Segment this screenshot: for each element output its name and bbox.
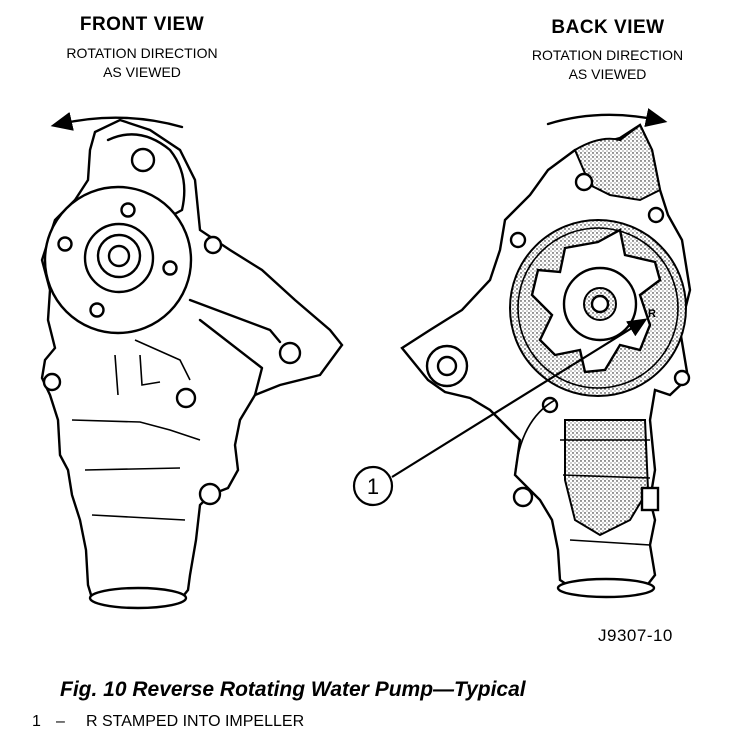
front-view-pump	[40, 111, 344, 610]
back-outlet-tab	[640, 486, 660, 512]
back-top-casting	[573, 123, 662, 202]
front-flange-bolt-2	[57, 236, 73, 252]
legend-number: 1	[32, 713, 41, 730]
back-view-subtitle-line1: ROTATION DIRECTION	[531, 47, 684, 63]
front-mounting-arm	[188, 298, 282, 397]
back-mount-boss-hole	[436, 355, 458, 377]
figure-id: J9307-10	[598, 626, 673, 645]
back-housing-details	[514, 399, 651, 546]
front-top-lobe	[106, 133, 186, 224]
back-shaft	[590, 294, 610, 314]
back-view-pump: R	[400, 108, 692, 599]
back-view-subtitle: ROTATION DIRECTION AS VIEWED	[505, 46, 710, 84]
legend-text: R STAMPED INTO IMPELLER	[86, 713, 305, 730]
front-ear-hole-lower	[198, 482, 222, 506]
back-outlet-neck	[556, 577, 656, 599]
front-ear-hole-left	[42, 372, 62, 392]
front-flange-bolt-4	[89, 302, 105, 318]
front-view-subtitle: ROTATION DIRECTION AS VIEWED	[42, 44, 242, 82]
legend-separator: –	[56, 713, 65, 730]
back-impeller-cavity-rim	[517, 227, 679, 389]
front-view-subtitle-line2: AS VIEWED	[103, 64, 181, 80]
back-bolt-hole-upper-right	[647, 206, 665, 224]
front-flange-bolt-1	[120, 202, 136, 218]
back-bolt-hole-top	[574, 172, 594, 192]
callout-leader-line	[391, 318, 648, 478]
back-bolt-hole-upper-left	[509, 231, 527, 249]
front-view-title: FRONT VIEW	[79, 14, 205, 35]
front-ear-hole-right	[278, 341, 302, 365]
back-view-subtitle-line2: AS VIEWED	[568, 66, 647, 82]
front-flange-bolt-3	[162, 260, 178, 276]
back-impeller-stamp: R	[648, 308, 656, 320]
back-rotation-arrow	[546, 108, 668, 127]
back-lower-chamber	[564, 419, 650, 537]
back-view-title: BACK VIEW	[551, 17, 665, 38]
front-shaft	[107, 244, 131, 268]
callout-number: 1	[367, 474, 379, 499]
back-bolt-hole-lower	[512, 486, 534, 508]
front-top-bolt-hole	[130, 147, 156, 173]
front-ear-hole-mid	[175, 387, 197, 409]
figure-legend: 1– R STAMPED INTO IMPELLER	[32, 713, 304, 731]
figure-caption: Fig. 10 Reverse Rotating Water Pump—Typi…	[60, 678, 526, 701]
front-housing-details	[71, 339, 201, 521]
back-bolt-hole-right	[673, 369, 691, 387]
front-rotation-arrow	[50, 111, 184, 131]
front-outlet-neck	[88, 586, 188, 610]
front-view-subtitle-line1: ROTATION DIRECTION	[66, 45, 218, 61]
callout-circle	[352, 465, 394, 507]
front-ear-hole-upper-right	[203, 235, 223, 255]
